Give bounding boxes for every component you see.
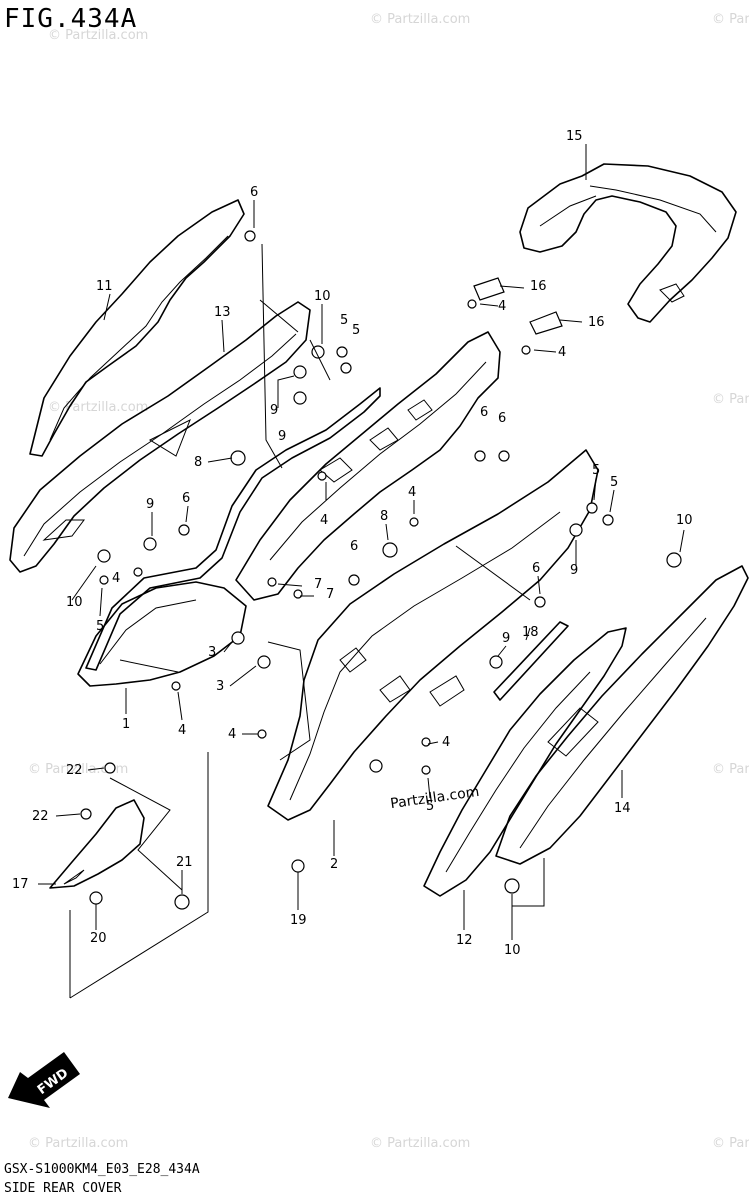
callout-9: 9 (502, 631, 510, 646)
watermark: © Partzilla.com (712, 762, 749, 777)
part-14-right-side-panel (495, 565, 749, 865)
callout-3: 3 (208, 645, 216, 660)
part-13-left-side-cover (9, 301, 311, 573)
callout-4: 4 (558, 345, 566, 360)
callout-5: 5 (340, 313, 348, 328)
figure-code: GSX-S1000KM4_E03_E28_434A (4, 1162, 200, 1177)
callout-6: 6 (480, 405, 488, 420)
part-11-left-upper-cover (29, 199, 245, 457)
callout-labels: 15 6 11 10 13 5 5 16 4 16 4 9 9 8 6 6 4 … (12, 129, 693, 958)
callout-5: 5 (426, 799, 434, 814)
callout-6: 6 (250, 185, 258, 200)
callout-7: 7 (326, 587, 334, 602)
callout-17: 17 (12, 877, 29, 892)
callout-9: 9 (270, 403, 278, 418)
callout-4: 4 (498, 299, 506, 314)
callout-19: 19 (290, 913, 307, 928)
watermark: © Partzilla.com (28, 762, 129, 777)
callout-5: 5 (96, 619, 104, 634)
part-16-tag-upper (473, 277, 505, 301)
callout-4: 4 (442, 735, 450, 750)
callout-11: 11 (96, 279, 113, 294)
callout-8: 8 (380, 509, 388, 524)
watermark: © Partzilla.com (712, 1136, 749, 1151)
callout-3: 3 (216, 679, 224, 694)
callout-4: 4 (320, 513, 328, 528)
sub-assembly-outline (69, 752, 209, 999)
callout-22: 22 (66, 763, 83, 778)
hardware-fasteners (80, 230, 682, 910)
callout-4: 4 (228, 727, 236, 742)
watermark: © Partzilla.com (48, 400, 149, 415)
callout-6: 6 (498, 411, 506, 426)
callout-1: 1 (122, 717, 130, 732)
callout-20: 20 (90, 931, 107, 946)
callout-14: 14 (614, 801, 631, 816)
callout-16: 16 (530, 279, 547, 294)
callout-16: 16 (588, 315, 605, 330)
callout-5: 5 (610, 475, 618, 490)
callout-6: 6 (532, 561, 540, 576)
callout-4: 4 (112, 571, 120, 586)
callout-10: 10 (676, 513, 693, 528)
callout-4: 4 (178, 723, 186, 738)
watermark: © Partzilla.com (712, 392, 749, 407)
seal-strip (85, 387, 381, 671)
figure-name: SIDE REAR COVER (4, 1181, 122, 1196)
figure-title: FIG.434A (4, 4, 138, 34)
watermark: © Partzilla.com (712, 12, 749, 27)
part-1-front-side-panel (77, 581, 247, 687)
callout-8: 8 (194, 455, 202, 470)
callout-9: 9 (278, 429, 286, 444)
part-15-grab-rail (519, 163, 737, 323)
callout-7: 7 (314, 577, 322, 592)
watermark: © Partzilla.com (370, 12, 471, 27)
part-2-lower-frame (267, 449, 599, 821)
part-12-right-outer-panel (423, 627, 627, 897)
callout-10: 10 (314, 289, 331, 304)
callout-5: 5 (592, 463, 600, 478)
watermark: © Partzilla.com (28, 1136, 129, 1151)
watermark: © Partzilla.com (48, 28, 149, 43)
watermark: © Partzilla.com (370, 1136, 471, 1151)
callout-12: 12 (456, 933, 473, 948)
part-18-seal-strip (493, 621, 569, 701)
callout-4: 4 (408, 485, 416, 500)
callout-22: 22 (32, 809, 49, 824)
fwd-arrow-icon: FWD (8, 1052, 80, 1108)
callout-6: 6 (350, 539, 358, 554)
part-main-rear-inner-cover (235, 331, 501, 601)
callout-18: 18 (522, 625, 539, 640)
callout-5: 5 (352, 323, 360, 338)
callout-10: 10 (66, 595, 83, 610)
part-17-bracket (49, 799, 145, 889)
callout-21: 21 (176, 855, 193, 870)
part-16-tag-lower (529, 311, 563, 335)
callout-9: 9 (570, 563, 578, 578)
callout-9: 9 (146, 497, 154, 512)
callout-6: 6 (182, 491, 190, 506)
callout-15: 15 (566, 129, 583, 144)
leader-lines (38, 144, 685, 940)
callout-10: 10 (504, 943, 521, 958)
callout-2: 2 (330, 857, 338, 872)
callout-13: 13 (214, 305, 231, 320)
